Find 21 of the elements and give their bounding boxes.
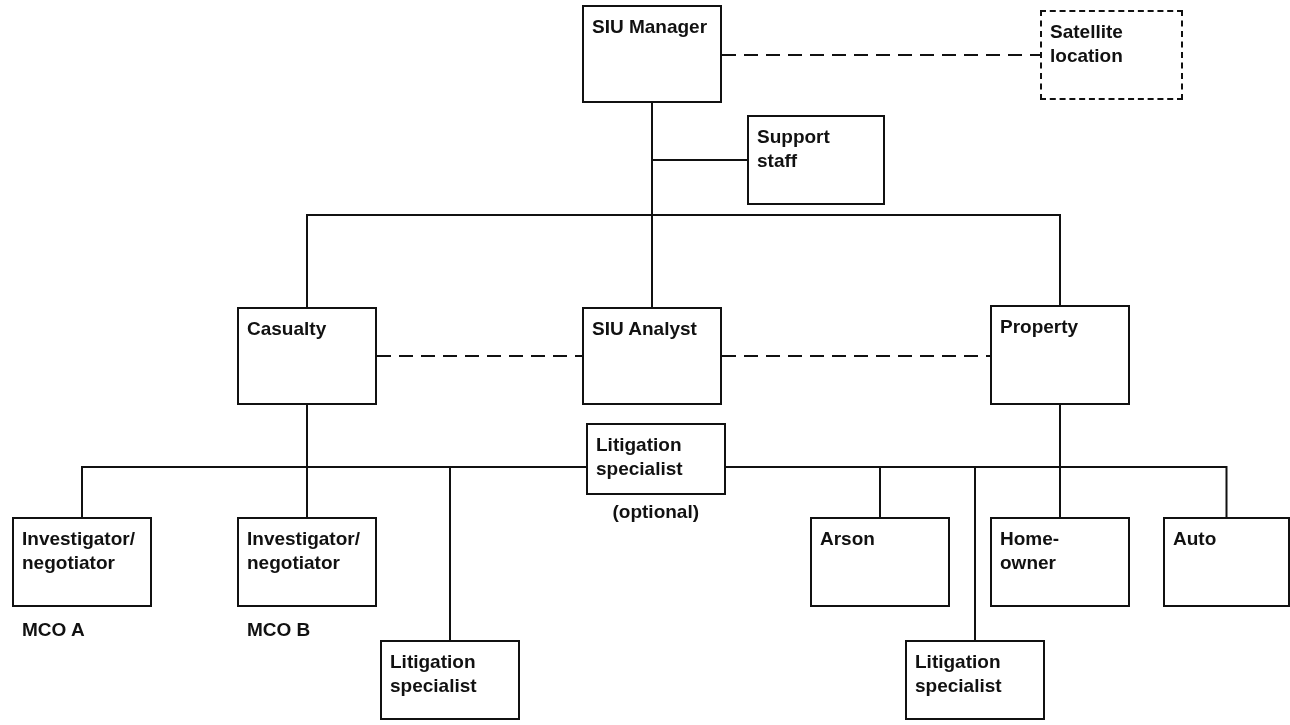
org-box: Litigation specialist bbox=[380, 640, 520, 720]
org-box: Property bbox=[990, 305, 1130, 405]
org-box: Investigator/ negotiator bbox=[237, 517, 377, 607]
org-box: Casualty bbox=[237, 307, 377, 405]
dashed-connector bbox=[721, 54, 1041, 56]
org-box: Arson bbox=[810, 517, 950, 607]
org-box: SIU Manager bbox=[582, 5, 722, 103]
node-caption: MCO A bbox=[22, 619, 85, 641]
dashed-connector bbox=[721, 355, 991, 357]
node-caption: (optional) bbox=[612, 501, 700, 523]
node-caption: MCO B bbox=[247, 619, 311, 641]
org-box: SIU Analyst bbox=[582, 307, 722, 405]
org-box: Auto bbox=[1163, 517, 1290, 607]
org-box: Satellite location bbox=[1040, 10, 1183, 100]
org-box: Investigator/ negotiator bbox=[12, 517, 152, 607]
org-box: Home- owner bbox=[990, 517, 1130, 607]
org-box: Litigation specialist bbox=[586, 423, 726, 495]
connector-line bbox=[306, 404, 587, 468]
org-box: Support staff bbox=[747, 115, 885, 205]
org-box: Litigation specialist bbox=[905, 640, 1045, 720]
dashed-connector bbox=[376, 355, 583, 357]
